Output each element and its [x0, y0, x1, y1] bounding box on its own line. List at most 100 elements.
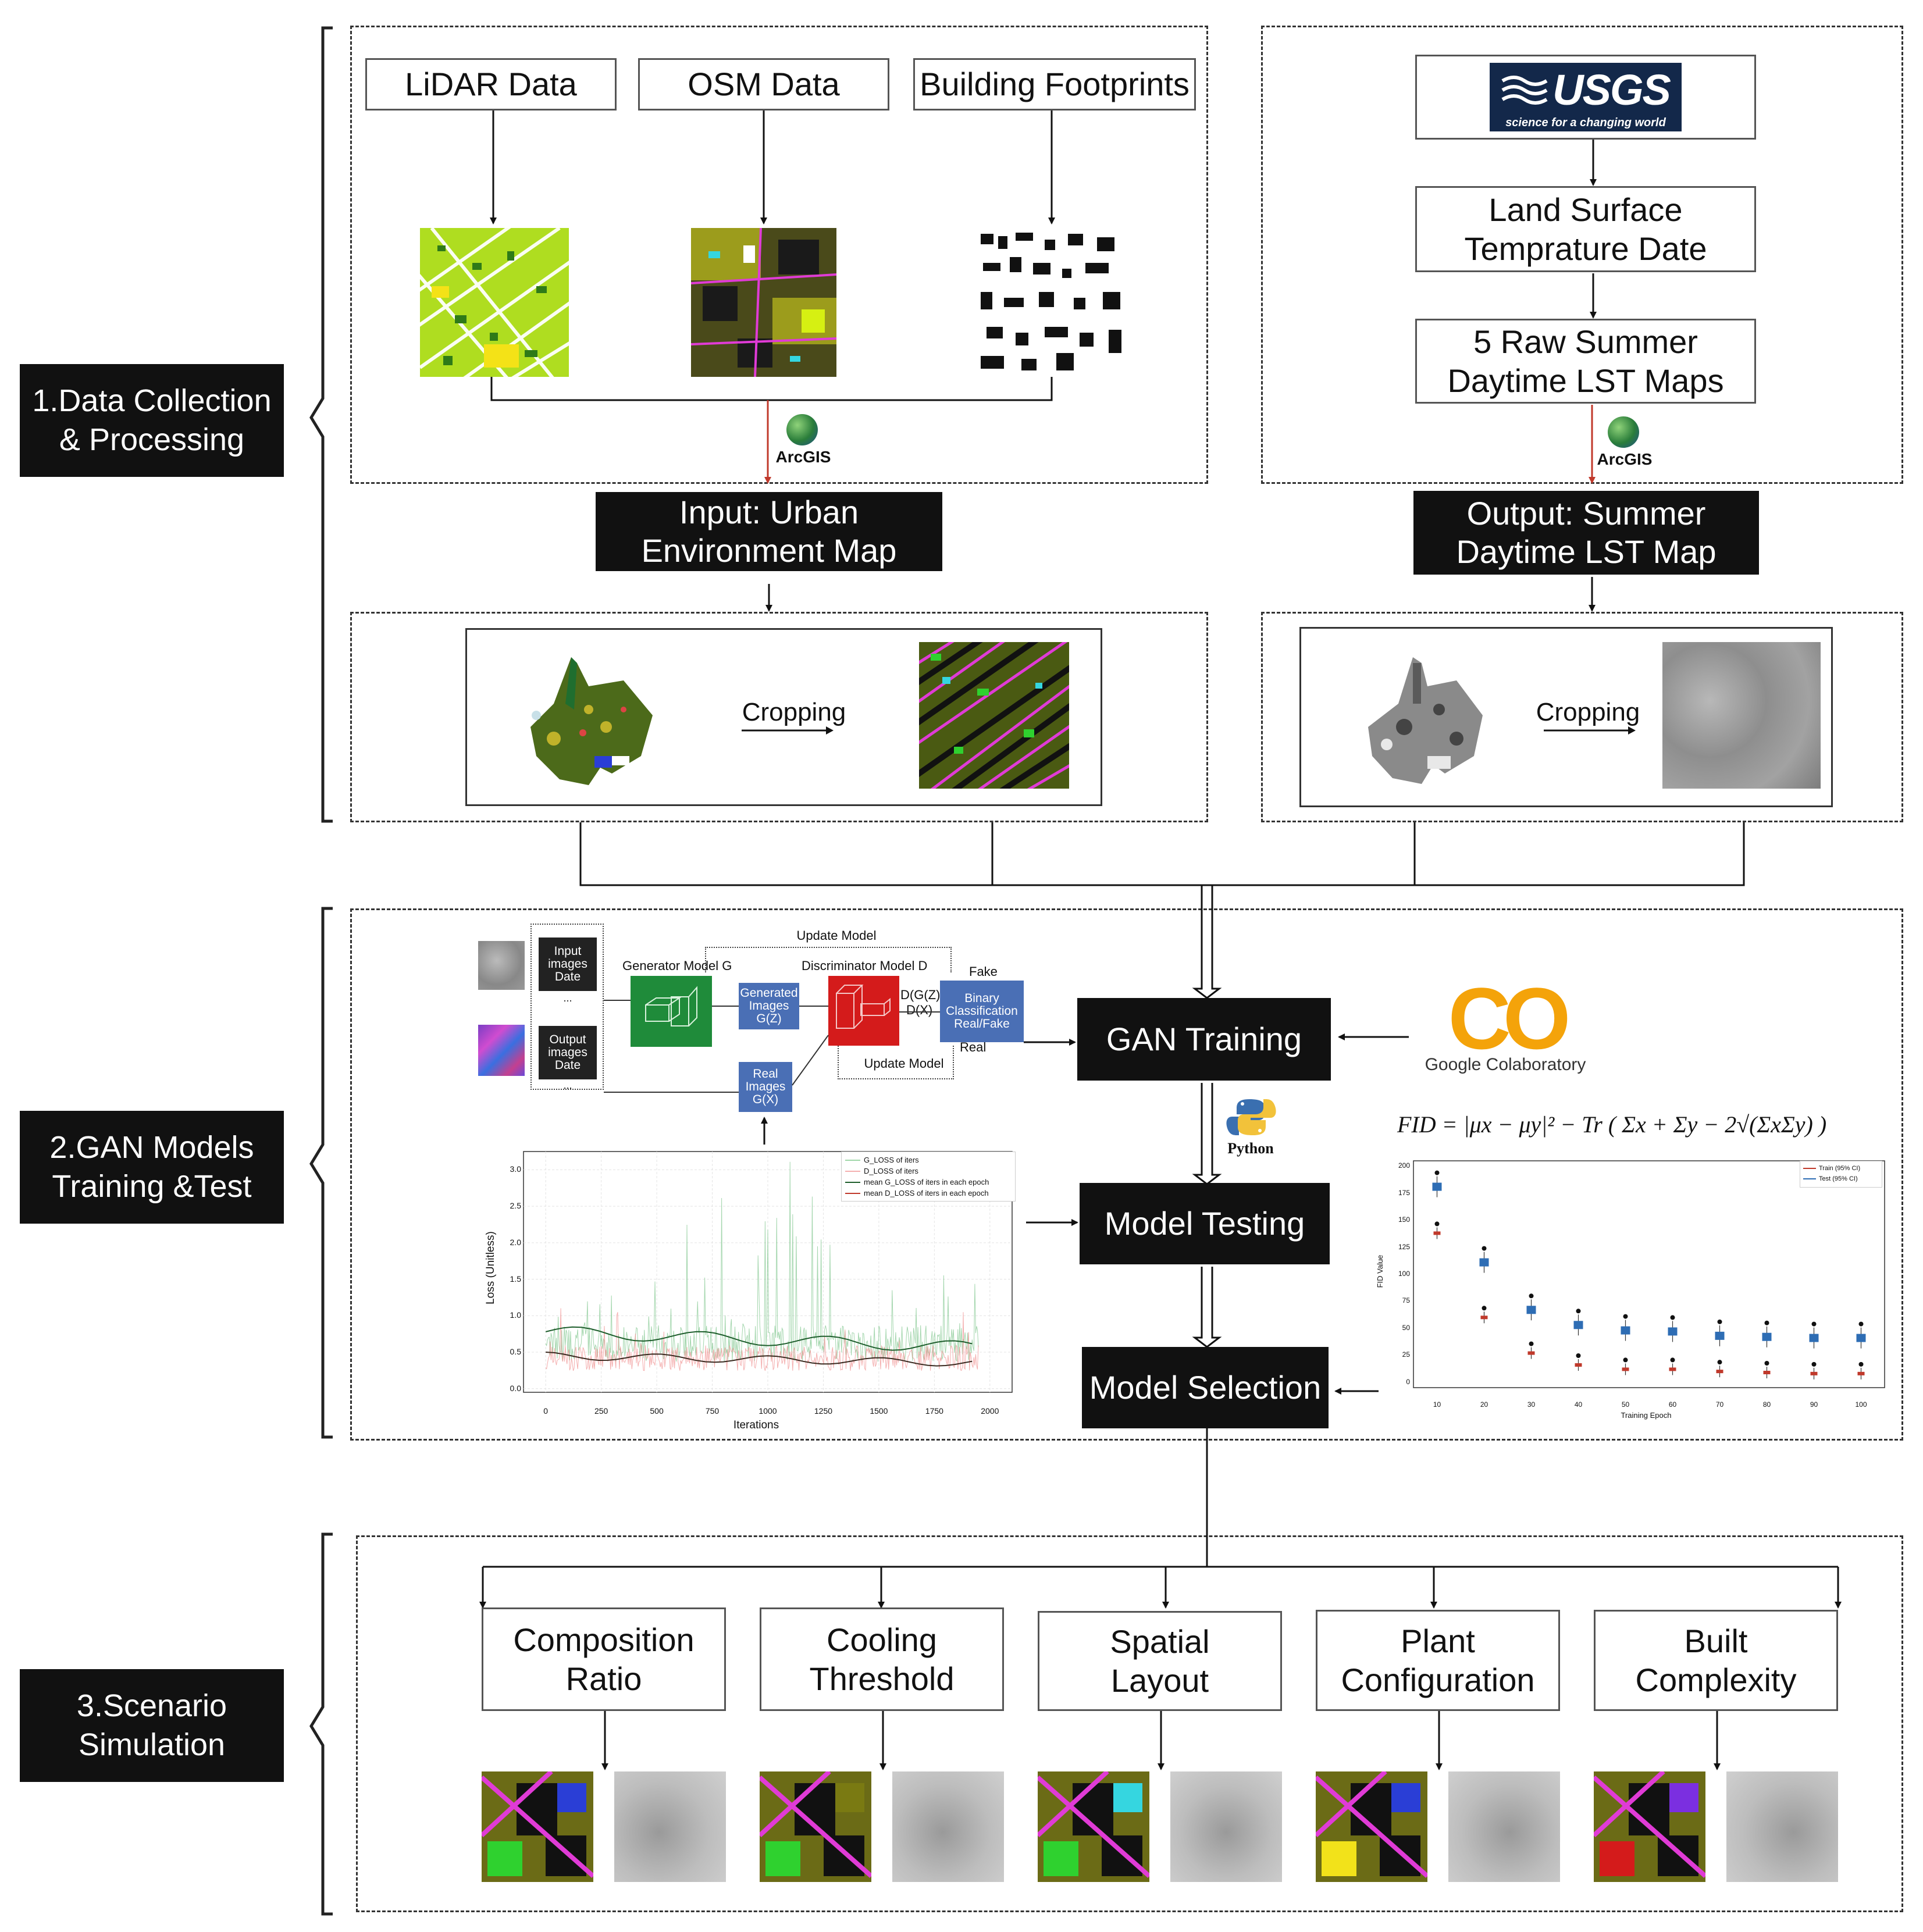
fid-ytick-label: 100 — [1398, 1270, 1410, 1278]
scenario-urban-tile — [482, 1771, 593, 1882]
brace-stage-1 — [309, 26, 333, 823]
loss-legend-entry: mean D_LOSS of iters in each epoch — [845, 1188, 1012, 1199]
fid-outlier — [1434, 1221, 1440, 1227]
dgz-label: D(G(Z) — [900, 988, 941, 1002]
fid-outlier — [1764, 1361, 1769, 1366]
panel-scenarios — [356, 1535, 1903, 1912]
stage-label-data-collection: 1.Data Collection & Processing — [20, 364, 284, 477]
lst-full-map-image — [1358, 640, 1486, 785]
legend-swatch — [845, 1159, 860, 1161]
building-footprints-box: Building Footprints — [913, 58, 1196, 110]
colab-logo-icon: CO — [1448, 969, 1571, 1067]
scenario-urban-tile — [1038, 1771, 1149, 1882]
fid-outlier — [1858, 1361, 1864, 1367]
crop-label-left: Cropping — [742, 698, 846, 726]
discriminator-label: Discriminator Model D — [802, 958, 928, 973]
loss-legend-entry: D_LOSS of iters — [845, 1165, 1012, 1177]
fid-outlier — [1764, 1320, 1769, 1325]
crop-arrow-left — [742, 726, 834, 735]
fid-xtick-label: 20 — [1480, 1400, 1488, 1409]
fid-outlier — [1670, 1357, 1675, 1363]
building-footprints-image — [975, 228, 1127, 377]
fid-chart-xlabel: Training Epoch — [1621, 1411, 1672, 1420]
fid-xtick-label: 70 — [1715, 1400, 1724, 1409]
arcgis-label-right: ArcGIS — [1597, 450, 1653, 468]
lidar-map-image — [420, 228, 569, 377]
d-loss-mean — [546, 1352, 973, 1367]
fid-box-test — [1762, 1332, 1772, 1341]
urban-full-map-image — [519, 640, 653, 785]
arcgis-label-left: ArcGIS — [775, 448, 831, 466]
brace-stage-3 — [309, 1532, 333, 1916]
update-loop-top — [705, 947, 952, 972]
raw-lst-maps-box: 5 Raw Summer Daytime LST Maps — [1415, 319, 1756, 404]
panel-urban-data — [350, 26, 1208, 484]
scenario-lst-tile — [1170, 1771, 1282, 1882]
fid-xtick-label: 40 — [1574, 1400, 1583, 1409]
update-loop-bottom — [838, 1046, 954, 1079]
fid-box-train — [1433, 1231, 1441, 1235]
usgs-wave-icon — [1501, 75, 1548, 105]
scenario-lst-tile — [614, 1771, 726, 1882]
generator-label: Generator Model G — [622, 958, 732, 973]
fid-box-train — [1857, 1371, 1865, 1375]
loss-xtick-label: 1500 — [870, 1406, 888, 1416]
loss-legend-entry: G_LOSS of iters — [845, 1154, 1012, 1165]
stage-label-gan-training: 2.GAN Models Training &Test — [20, 1111, 284, 1224]
loss-xtick-label: 2000 — [981, 1406, 999, 1416]
loss-ytick-label: 2.5 — [510, 1201, 521, 1211]
fid-legend-entry: Test (95% CI) — [1803, 1174, 1879, 1184]
fid-box-train — [1716, 1370, 1723, 1374]
fid-box-test — [1621, 1326, 1630, 1335]
fid-outlier — [1811, 1361, 1817, 1367]
fid-box-train — [1575, 1363, 1582, 1367]
fid-outlier — [1434, 1170, 1440, 1175]
loss-ytick-label: 1.0 — [510, 1310, 521, 1320]
fid-outlier — [1576, 1353, 1581, 1358]
panel-lst-crop — [1261, 612, 1903, 822]
lidar-data-box: LiDAR Data — [365, 58, 617, 110]
scenario-spatial-layout: Spatial Layout — [1038, 1611, 1282, 1711]
gan-training-box: GAN Training — [1077, 998, 1331, 1081]
g-loss-trace — [545, 1161, 979, 1362]
fid-box-train — [1810, 1371, 1818, 1375]
output-images-block: Output images Date — [539, 1026, 597, 1079]
loss-chart-ylabel: Loss (Unitless) — [485, 1231, 497, 1304]
fid-ytick-label: 0 — [1406, 1377, 1410, 1386]
fid-outlier — [1576, 1309, 1581, 1314]
fid-chart-plot — [1413, 1160, 1885, 1388]
panel-urban-crop — [350, 612, 1208, 822]
osm-data-box: OSM Data — [638, 58, 889, 110]
fid-outlier — [1529, 1341, 1534, 1346]
fid-outlier — [1482, 1306, 1487, 1311]
loss-xtick-label: 250 — [594, 1406, 608, 1416]
fid-ytick-label: 50 — [1402, 1323, 1410, 1332]
fid-xtick-label: 10 — [1433, 1400, 1441, 1409]
scenario-urban-tile — [1316, 1771, 1427, 1882]
fid-outlier — [1623, 1357, 1628, 1363]
legend-text: Train (95% CI) — [1819, 1165, 1861, 1172]
fid-formula: FID = |μx − μy|² − Tr ( Σx + Σy − 2√(ΣxΣ… — [1397, 1111, 1827, 1138]
panel-gan — [350, 908, 1903, 1441]
loss-ytick-label: 2.0 — [510, 1237, 521, 1247]
image-stack-frame — [530, 924, 604, 1090]
fid-ytick-label: 150 — [1398, 1215, 1410, 1224]
loss-xtick-label: 1000 — [758, 1406, 777, 1416]
arcgis-globe-icon — [786, 414, 818, 445]
loss-chart-xlabel: Iterations — [733, 1419, 779, 1431]
fid-outlier — [1482, 1246, 1487, 1251]
crop-label-right: Cropping — [1536, 698, 1640, 726]
osm-map-image — [691, 228, 836, 377]
fid-outlier — [1717, 1319, 1722, 1324]
fid-xtick-label: 80 — [1762, 1400, 1771, 1409]
fid-box-test — [1856, 1334, 1866, 1342]
legend-swatch — [845, 1181, 860, 1183]
scenario-composition-ratio: Composition Ratio — [482, 1607, 726, 1711]
dx-label: D(X) — [906, 1003, 933, 1017]
fake-label: Fake — [969, 964, 998, 979]
scenario-lst-tile — [892, 1771, 1004, 1882]
